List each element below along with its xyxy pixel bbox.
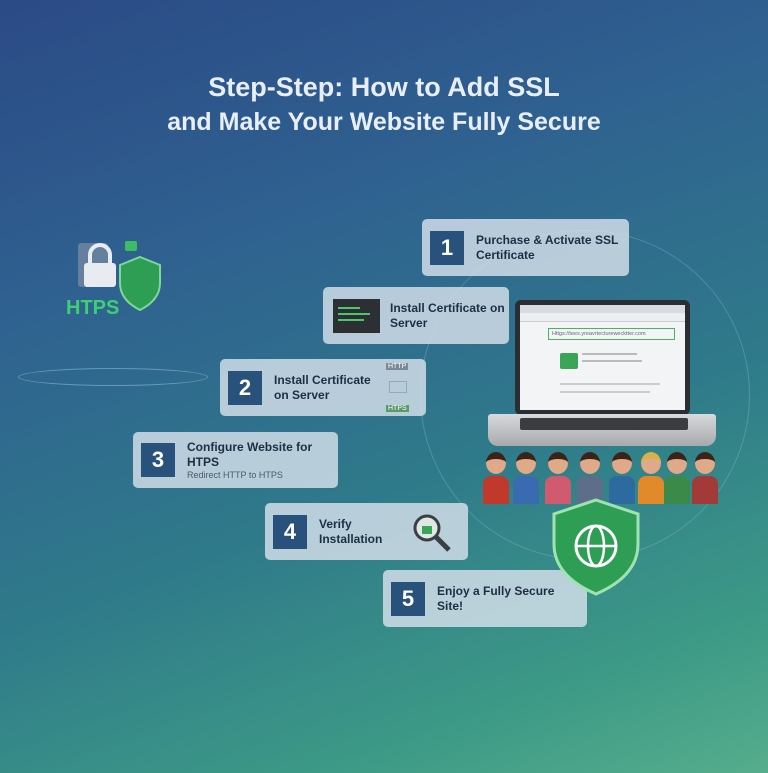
step-text: Enjoy a Fully Secure Site! [437, 583, 555, 613]
laptop-keyboard [520, 418, 688, 430]
step-4-card: 4 Verify Installation [265, 503, 468, 560]
browser-window: Httgs://tees.yreavrtecturewecktter.com [520, 305, 685, 410]
step-text: Install Certificate on Server [274, 372, 371, 402]
redirect-diagram-icon: HTTP HTPS [374, 362, 424, 413]
https-badge: HTPS [60, 235, 170, 325]
step-number: 1 [430, 230, 464, 265]
person [609, 452, 635, 506]
step-number: 4 [273, 514, 307, 549]
person [483, 452, 509, 506]
lock-shield-icon [78, 241, 161, 312]
https-label: HTPS [66, 297, 120, 319]
step-number: 5 [391, 581, 425, 616]
url-bar: Httgs://tees.yreavrtecturewecktter.com [548, 328, 675, 340]
padlock-icon [560, 353, 578, 369]
step-3-card: 3 Configure Website for HTPS Redirect HT… [133, 432, 338, 488]
person [692, 452, 718, 506]
step-text: Verify Installation [319, 516, 383, 546]
step-number: 3 [141, 443, 175, 477]
step-install-server-card: Install Certificate on Server [323, 287, 509, 344]
laptop: Httgs://tees.yreavrtecturewecktter.com [515, 300, 690, 415]
step-text: Install Certificate on Server [390, 300, 505, 330]
https-tag: HTPS [386, 404, 409, 412]
http-tag: HTTP [386, 362, 409, 370]
terminal-icon [333, 298, 380, 333]
step-2-card: 2 Install Certificate on Server HTTP HTP… [220, 359, 426, 416]
person [545, 452, 571, 506]
step-1-card: 1 Purchase & Activate SSL Certificate [422, 219, 629, 276]
step-subtext: Redirect HTTP to HTPS [187, 470, 283, 480]
orbit-decoration [18, 368, 208, 386]
person [664, 452, 690, 506]
step-text: Configure Website for HTPS [187, 440, 313, 469]
person [513, 452, 539, 506]
title-line-1: Step-Step: How to Add SSL [208, 72, 560, 102]
title-line-2: and Make Your Website Fully Secure [167, 108, 601, 136]
magnifier-lock-icon [413, 514, 451, 552]
step-5-card: 5 Enjoy a Fully Secure Site! [383, 570, 587, 627]
globe-shield-icon [552, 498, 640, 596]
step-text: Purchase & Activate SSL Certificate [476, 232, 619, 262]
person [638, 452, 664, 506]
step-number: 2 [228, 370, 262, 405]
